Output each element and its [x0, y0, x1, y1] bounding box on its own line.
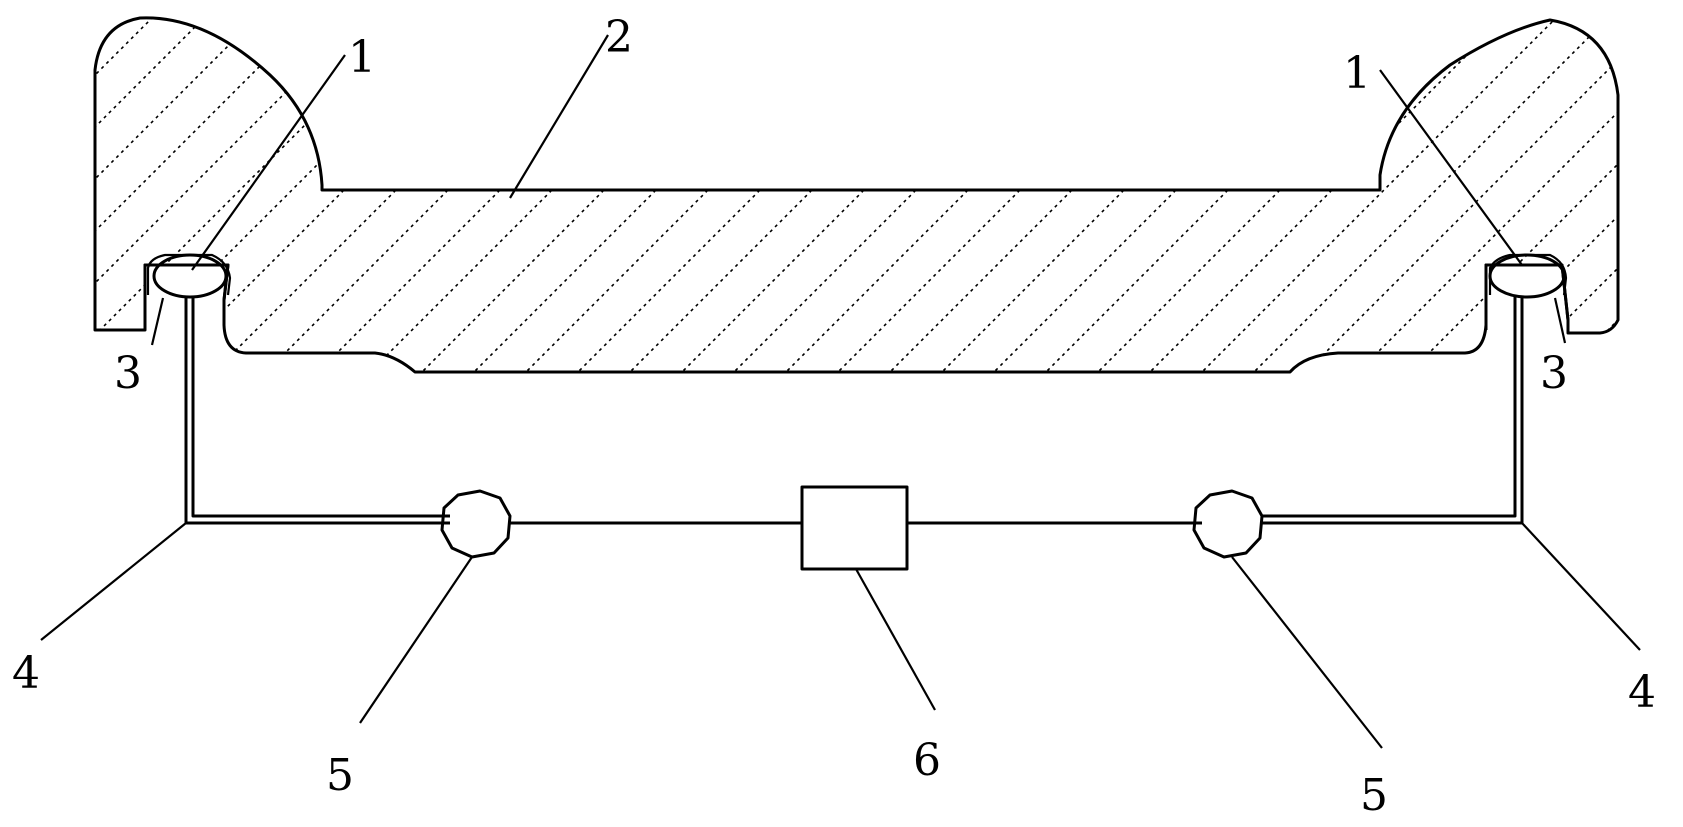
reference-numerals: 1 2 1 3 3 4 4 5 6 5 — [12, 12, 1656, 821]
label-1-right: 1 — [1343, 48, 1371, 99]
hatch-line — [478, 0, 898, 420]
label-1-left: 1 — [348, 32, 376, 83]
hatch-line — [530, 0, 950, 420]
hatch-line — [426, 0, 846, 420]
hatch-line — [946, 0, 1366, 420]
hatch-line — [634, 0, 1054, 420]
hatch-line — [218, 0, 638, 420]
hatch-line — [1674, 0, 1683, 420]
hatch-line — [790, 0, 1210, 420]
flange-body-outline — [95, 18, 1618, 372]
hatch-line — [270, 0, 690, 420]
hatch-line — [0, 0, 222, 420]
hatch-line — [0, 0, 326, 420]
hatch-line — [582, 0, 1002, 420]
hatch-line — [894, 0, 1314, 420]
hatch-line — [0, 0, 170, 420]
label-4-right: 4 — [1628, 667, 1656, 718]
hatch-line — [114, 0, 534, 420]
label-5-right: 5 — [1360, 770, 1388, 821]
hatch-line — [686, 0, 1106, 420]
label-2: 2 — [605, 12, 633, 63]
label-4-left: 4 — [12, 648, 40, 699]
leader-lines — [41, 35, 1640, 748]
hatch-line — [1466, 0, 1683, 420]
hatch-line — [842, 0, 1262, 420]
control-unit — [802, 487, 907, 569]
label-6: 6 — [913, 735, 941, 786]
label-3-right: 3 — [1540, 348, 1568, 399]
hatch-line — [1622, 0, 1683, 420]
seal-ring-right — [1490, 255, 1564, 297]
hatch-line — [1050, 0, 1470, 420]
label-5-left: 5 — [326, 750, 354, 801]
hatch-line — [738, 0, 1158, 420]
label-3-left: 3 — [114, 348, 142, 399]
right-pipe — [1262, 296, 1522, 523]
hatch-line — [374, 0, 794, 420]
valve-left — [442, 491, 510, 557]
hatch-line — [1570, 0, 1683, 420]
piping — [186, 296, 1522, 523]
seal-groove-right — [1486, 255, 1568, 333]
hatch-line — [0, 0, 378, 420]
hatch-line — [1258, 0, 1678, 420]
hatch-line — [166, 0, 586, 420]
hatching — [0, 0, 1683, 420]
flange-body — [0, 0, 1683, 420]
hatch-line — [322, 0, 742, 420]
valve-right — [1194, 491, 1262, 557]
seal-ring-left — [154, 255, 226, 297]
